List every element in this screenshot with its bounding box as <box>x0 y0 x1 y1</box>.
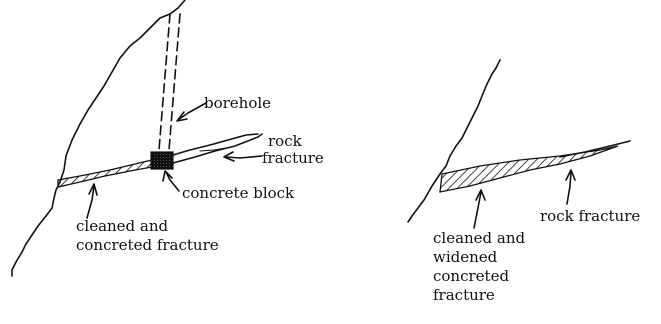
borehole-label: borehole <box>204 94 271 112</box>
borehole-leader <box>178 103 206 120</box>
left-rock-fracture-lower <box>173 134 262 163</box>
left-rock-fracture-upper <box>173 134 258 155</box>
concrete-block-label: concrete block <box>182 184 295 202</box>
right-concreted-fracture-fill <box>440 146 618 192</box>
rock-fracture-label-line2: fracture <box>262 149 324 167</box>
concrete-block <box>151 152 173 169</box>
right-rock-slope-outline <box>408 60 500 222</box>
rock-fracture-label-line1: rock <box>268 132 303 150</box>
right-cleaned-label-line4: fracture <box>433 286 495 304</box>
left-concreted-fracture-fill <box>58 160 152 187</box>
rock-fracture-leader <box>226 156 262 158</box>
right-rock-fracture-label: rock fracture <box>540 207 640 225</box>
left-cleaned-label-line2: concreted fracture <box>76 236 219 254</box>
right-cleaned-label-line3: concreted <box>433 267 509 285</box>
left-panel: borehole rock fracture concrete block cl… <box>12 0 324 276</box>
borehole-left-wall <box>159 14 170 150</box>
left-cleaned-label-line1: cleaned and <box>76 217 169 235</box>
borehole-right-wall <box>169 14 180 150</box>
right-cleaned-label-line1: cleaned and <box>433 229 526 247</box>
right-panel: rock fracture cleaned and widened concre… <box>408 60 640 304</box>
right-cleaned-label-line2: widened <box>433 248 498 266</box>
